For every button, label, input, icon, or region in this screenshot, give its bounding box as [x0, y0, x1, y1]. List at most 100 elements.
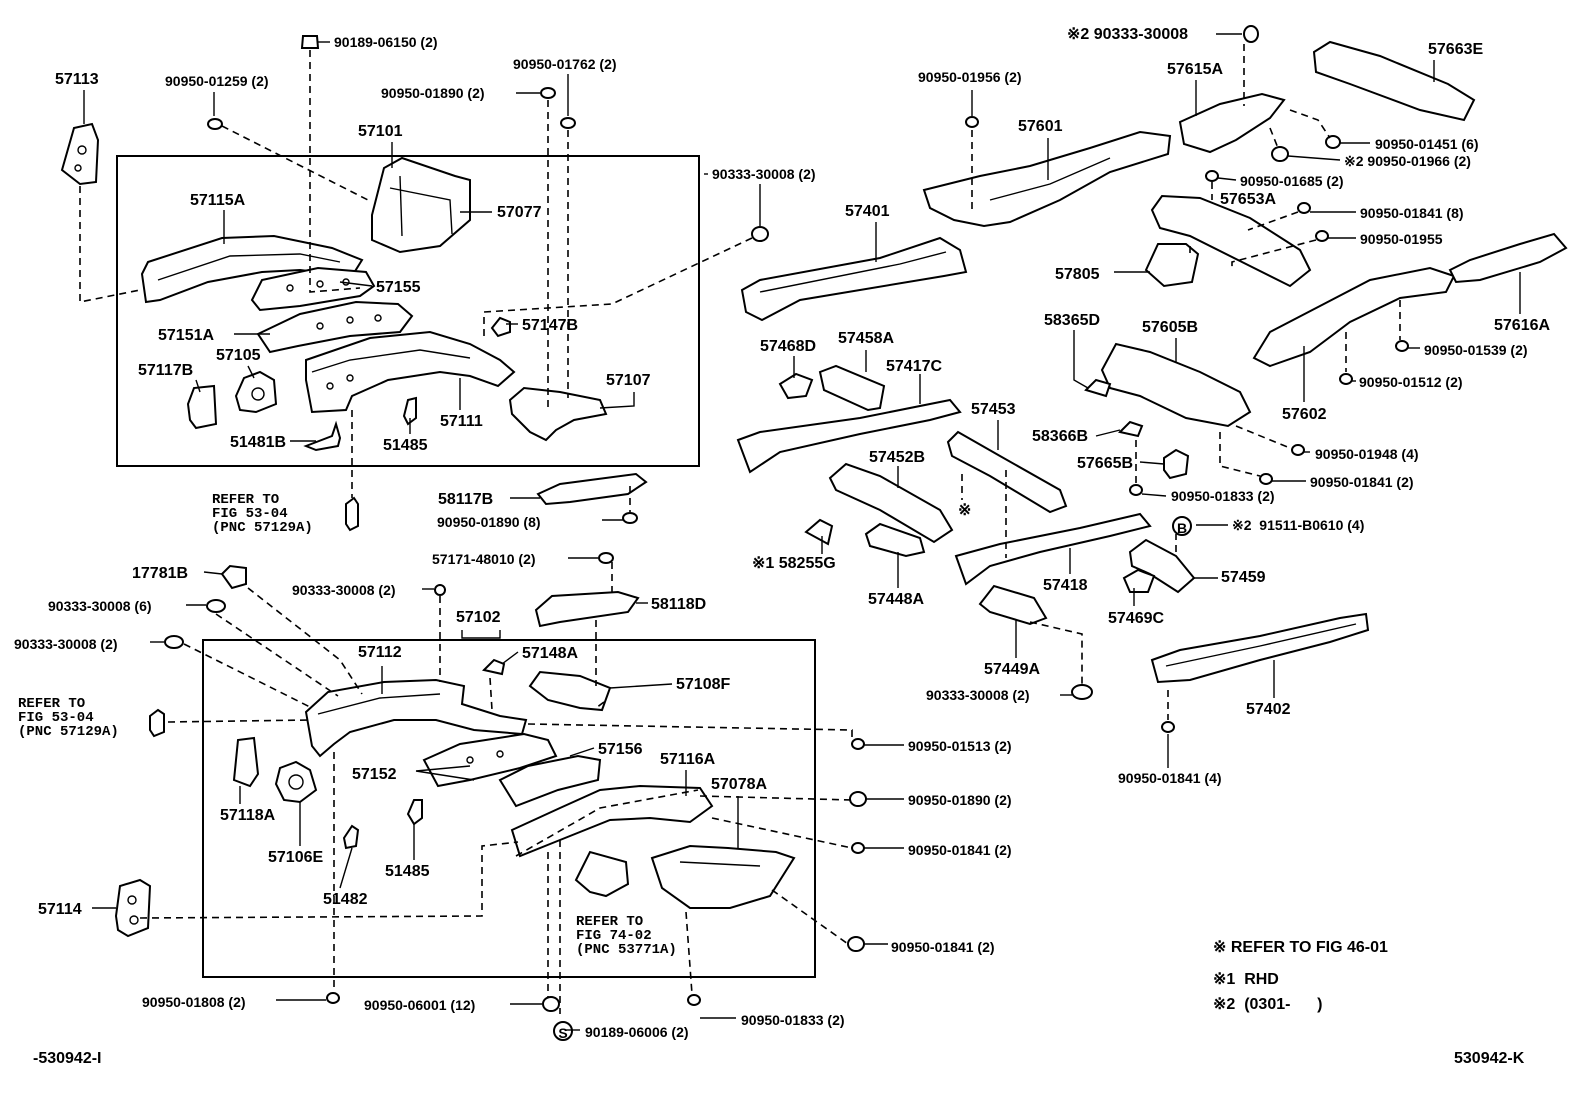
part-51485-a [402, 396, 417, 426]
part-label-530942-I: -530942-I [33, 1050, 102, 1067]
part-label-58366B: 58366B [1032, 428, 1089, 445]
part-label-57601: 57601 [1018, 118, 1063, 135]
part-57616A [1448, 232, 1568, 284]
part-label-90950-01259: 90950-01259 (2) [165, 73, 269, 89]
part-label-57458A: 57458A [838, 330, 895, 347]
part-label-90950-01890-a: 90950-01890 (2) [381, 85, 485, 101]
part-label-57106E: 57106E [268, 849, 324, 866]
part-label-57417C: 57417C [886, 358, 943, 375]
part-label-57116A: 57116A [660, 751, 716, 768]
part-57452B [828, 462, 954, 544]
part-57078A [650, 844, 796, 909]
part-label-57147B: 57147B [522, 317, 579, 334]
part-label-90950-01539: 90950-01539 (2) [1424, 342, 1528, 358]
part-57805 [1144, 243, 1200, 288]
part-58365D [1084, 378, 1112, 398]
part-label-57469C: 57469C [1108, 610, 1165, 627]
part-label-90950-01833-a: 90950-01833 (2) [741, 1012, 845, 1028]
part-label-57114: 57114 [38, 901, 82, 918]
part-57469C [1122, 568, 1156, 593]
part-label-90950-01451: 90950-01451 (6) [1375, 136, 1479, 152]
part-58117B [536, 472, 648, 506]
part-label-90950-06001: 90950-06001 (12) [364, 997, 476, 1013]
part-57653A [1150, 194, 1312, 288]
part-label-57155: 57155 [376, 279, 421, 296]
assembly-lines [79, 44, 1401, 1014]
part-57402 [1150, 612, 1370, 684]
part-label-57665B: 57665B [1077, 455, 1134, 472]
part-label-57111: 57111 [440, 413, 483, 430]
part-51485-b [406, 799, 423, 826]
part-57106E [274, 760, 318, 804]
part-label-90950-01808: 90950-01808 (2) [142, 994, 246, 1010]
part-label-57113: 57113 [55, 71, 99, 88]
part-57448A [864, 522, 926, 558]
part-57417C [736, 398, 962, 474]
part-label-57449A: 57449A [984, 661, 1041, 678]
s-marker: S [553, 1021, 573, 1041]
part-label-90950-01890-b: 90950-01890 (2) [908, 792, 1012, 808]
part-label-57077: 57077 [497, 204, 542, 221]
part-label-x2-91511: ※2 91511-B0610 (4) [1232, 517, 1365, 533]
part-label-90189-06150: 90189-06150 (2) [334, 34, 438, 50]
lower-assembly-box [202, 639, 816, 978]
part-57458A [818, 364, 886, 412]
part-label-90950-01841-c: 90950-01841 (2) [1310, 474, 1414, 490]
part-label-57805: 57805 [1055, 266, 1100, 283]
part-57114 [114, 878, 152, 938]
part-57156 [498, 754, 602, 808]
part-57107 [508, 386, 608, 442]
part-label-57459: 57459 [1221, 569, 1266, 586]
part-label-57602: 57602 [1282, 406, 1327, 423]
part-58255G [804, 518, 834, 546]
refer-74-02-line: REFER TO [576, 914, 644, 930]
part-label-90333-30008-top: 90333-30008 (2) [712, 166, 816, 182]
part-label-90950-01948: 90950-01948 (4) [1315, 446, 1419, 462]
part-label-57616A: 57616A [1494, 317, 1551, 334]
fasteners [164, 25, 1409, 1012]
part-58118D [534, 590, 640, 628]
part-label-x2-90333: ※2 90333-30008 [1067, 26, 1189, 43]
part-17781B [220, 564, 247, 590]
part-57101 [371, 156, 471, 254]
part-57468D [778, 372, 814, 400]
part-57401 [740, 236, 968, 322]
part-label-57112: 57112 [358, 644, 402, 661]
part-label-90950-01513: 90950-01513 (2) [908, 738, 1012, 754]
legend-note-1: ※1 RHD [1213, 971, 1279, 988]
part-label-57448A: 57448A [868, 591, 925, 608]
refer-74-02-line: (PNC 53771A) [576, 942, 677, 958]
part-label-90333-30008-mid: 90333-30008 (2) [292, 582, 396, 598]
part-57151A [256, 300, 414, 354]
part-label-58365D: 58365D [1044, 312, 1101, 329]
part-57105 [234, 370, 278, 414]
part-57155 [250, 266, 376, 312]
part-label-57118A: 57118A [220, 807, 276, 824]
part-label-57452B: 57452B [869, 449, 926, 466]
part-label-90189-06006: 90189-06006 (2) [585, 1024, 689, 1040]
part-label-90950-01890-8: 90950-01890 (8) [437, 514, 541, 530]
part-57418 [954, 512, 1152, 586]
part-57605B [1100, 342, 1252, 428]
part-refer-c [574, 850, 630, 898]
part-label-57108F: 57108F [676, 676, 731, 693]
part-58366B [1118, 420, 1144, 438]
part-57615A [1178, 92, 1286, 154]
upper-assembly-box [116, 155, 700, 467]
part-label-57401: 57401 [845, 203, 890, 220]
part-label-90333-30008-b: 90333-30008 (2) [926, 687, 1030, 703]
part-label-51482: 51482 [323, 891, 368, 908]
part-refer-a [345, 496, 359, 532]
part-label-17781B: 17781B [132, 565, 189, 582]
part-label-57117B: 57117B [138, 362, 194, 379]
part-57108F [528, 670, 612, 712]
part-label-90950-01841-b: 90950-01841 (2) [891, 939, 995, 955]
part-label-57402: 57402 [1246, 701, 1291, 718]
part-label-57151A: 57151A [158, 327, 215, 344]
refer-53-04-b-line: REFER TO [18, 696, 86, 712]
part-57665B [1163, 448, 1190, 480]
part-57453 [946, 430, 1068, 514]
part-57117B [186, 384, 218, 430]
